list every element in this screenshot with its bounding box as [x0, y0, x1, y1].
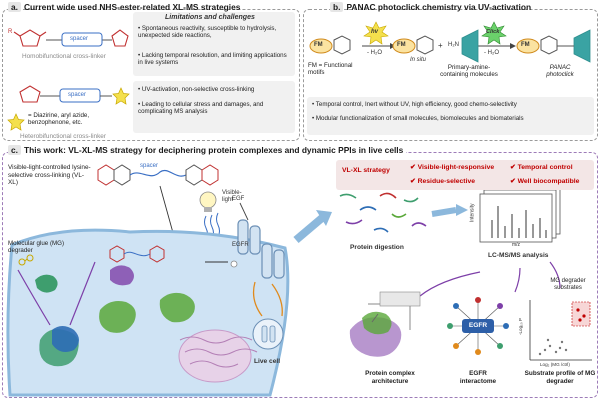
spacer-label-homo: spacer	[70, 36, 89, 42]
limitations-title: Limitations and challenges	[165, 14, 255, 21]
panel-c-title: This work: VL-XL-MS strategy for deciphe…	[24, 145, 404, 155]
visible-light-label: Visible-light	[222, 190, 242, 203]
panel-b	[303, 9, 598, 141]
minus-h2o-1: - H₂O	[367, 50, 382, 56]
plus-label: +	[438, 41, 443, 50]
egfr-box-label: EGFR	[468, 322, 488, 329]
mg-substrates-label: MG degrader substrates	[550, 278, 586, 292]
panel-a-badge: a.	[8, 2, 21, 12]
panel-a	[2, 9, 300, 141]
vlxl-description: Visible-light-controlled lysine-selectiv…	[8, 164, 91, 187]
panel-b-bullets-box	[307, 97, 594, 135]
limitation-bullet-3: • UV-activation, non-selective cross-lin…	[138, 86, 255, 93]
feature-4: ✔ Well biocompatible	[510, 178, 580, 185]
egf-label: EGF	[232, 196, 245, 202]
amine-label: H₂N	[448, 42, 459, 48]
volcano-y-label: -Log₁₀ P	[517, 318, 523, 336]
star-legend: = Diazirine, aryl azide, benzophenone, e…	[28, 112, 90, 127]
intensity-label: Intensity	[469, 203, 476, 223]
checkmark-icon: ✔	[410, 178, 418, 185]
fm-label-2: FM	[397, 42, 406, 48]
molecular-glue-icon	[18, 254, 34, 266]
fm-label-3: FM	[521, 42, 530, 48]
feature-2: ✔ Temporal control	[510, 164, 573, 171]
checkmark-icon: ✔	[410, 164, 418, 171]
checkmark-icon: ✔	[510, 178, 518, 185]
panac-bullet-2: • Modular functionalization of small mol…	[312, 115, 524, 122]
panel-b-badge: b.	[330, 2, 344, 12]
primary-amine-label: Primary-amine-containing molecules	[440, 64, 498, 79]
panac-bullet-1: • Temporal control, Inert without UV, hi…	[312, 101, 517, 108]
mz-label: m/z	[512, 242, 521, 248]
feature-3: ✔ Residue-selective	[410, 178, 476, 185]
star-icon	[112, 87, 130, 105]
molecular-glue-label: Molecular glue (MG) degrader	[8, 240, 65, 255]
hv-label: hv	[371, 29, 379, 35]
limitation-bullet-2: • Lacking temporal resolution, and limit…	[138, 52, 287, 67]
panel-a-title: Current wide used NHS-ester-related XL-M…	[24, 2, 241, 12]
fm-definition: FM = Functional motifs	[308, 62, 353, 77]
panel-b-header: b.PANAC photoclick chemistry via UV-acti…	[330, 2, 531, 12]
vlxl-spacer-label: spacer	[140, 163, 159, 169]
panel-c-badge: c.	[8, 145, 21, 155]
homobifunctional-label: Homobifunctional cross-linker	[22, 53, 106, 60]
protein-digestion-label: Protein digestion	[350, 244, 404, 251]
egfr-label: EGFR	[232, 242, 249, 248]
panel-a-header: a.Current wide used NHS-ester-related XL…	[8, 2, 240, 12]
limitations-box-bottom	[133, 81, 295, 133]
limitations-box-top	[133, 12, 295, 76]
panel-c-header: c.This work: VL-XL-MS strategy for decip…	[8, 145, 407, 155]
checkmark-icon: ✔	[510, 164, 518, 171]
network-icon	[447, 297, 509, 355]
protein-complex-label: Protein complex architecture	[365, 370, 415, 385]
minus-h2o-2: - H₂O	[484, 50, 499, 56]
egfr-interactome-label: EGFR interactome	[459, 370, 497, 385]
volcano-plot-icon	[529, 300, 592, 361]
fm-label-1: FM	[314, 42, 323, 48]
lightbulb-icon	[199, 191, 217, 212]
substrate-profile-label: Substrate profile of MG degrader	[524, 370, 596, 385]
panel-b-title: PANAC photoclick chemistry via UV-activa…	[346, 2, 532, 12]
heterobifunctional-label: Heterobifunctional cross-linker	[20, 133, 106, 140]
insitu-label: In situ	[410, 57, 427, 63]
live-cell-label: Live cell	[254, 358, 281, 365]
limitation-bullet-4: • Leading to cellular stress and damages…	[138, 101, 264, 116]
spectrum-icon	[479, 185, 561, 243]
sun-burst-icon	[363, 21, 389, 45]
feature-1: ✔ Visible-light-responsive	[410, 164, 495, 171]
strategy-title: VL-XL strategy	[342, 167, 390, 174]
volcano-x-label: Log₂ (MG /ctrl)	[540, 362, 570, 367]
r-label: R	[8, 29, 13, 35]
strategy-box	[336, 160, 594, 190]
lcms-label: LC-MS/MS analysis	[488, 252, 549, 259]
panac-label: PANAC photoclick	[546, 64, 574, 79]
spacer-label-hetero: spacer	[68, 92, 87, 98]
click-label: Click	[486, 29, 500, 35]
limitation-bullet-1: • Spontaneous reactivity, susceptible to…	[138, 25, 277, 40]
